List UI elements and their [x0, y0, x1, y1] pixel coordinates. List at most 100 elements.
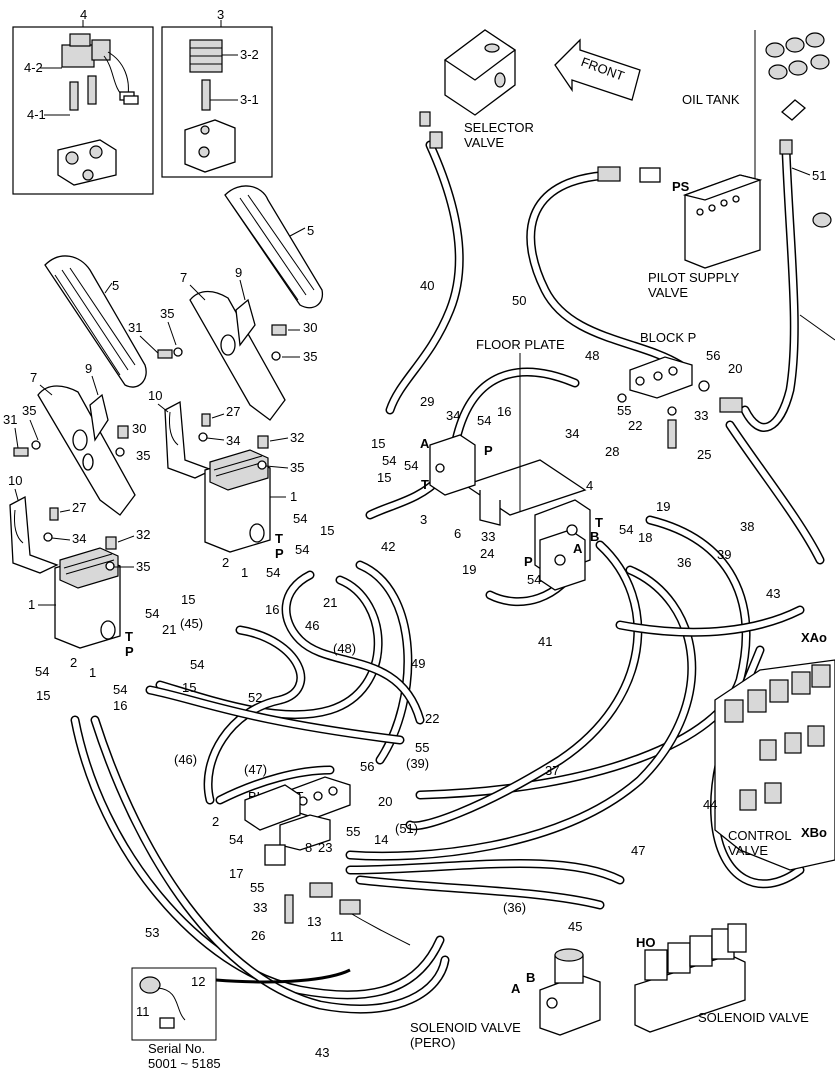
callout-20b: 20 — [378, 794, 392, 809]
port-p-upper: P — [484, 443, 493, 458]
callout-38: 38 — [740, 519, 754, 534]
callout-43b: 43 — [315, 1045, 329, 1060]
callout-54i: 54 — [145, 606, 159, 621]
callout-54b: 54 — [382, 453, 396, 468]
callout-2c: 2 — [212, 814, 219, 829]
port-a-lower: A — [511, 981, 521, 996]
callout-10b: 10 — [8, 473, 22, 488]
callout-12: 12 — [191, 974, 205, 989]
callout-36p: (36) — [503, 900, 526, 915]
callout-31a: 31 — [128, 320, 142, 335]
port-xao: XAo — [801, 630, 827, 645]
port-a-mid: A — [573, 541, 583, 556]
callout-54a: 54 — [477, 413, 491, 428]
callout-19b: 19 — [462, 562, 476, 577]
callout-33a: 33 — [694, 408, 708, 423]
port-p-left: P — [125, 644, 134, 659]
callout-3-1: 3-1 — [240, 92, 259, 107]
callout-47: 47 — [631, 843, 645, 858]
pedal-left: 5 — [44, 255, 147, 388]
callout-27a: 27 — [226, 404, 240, 419]
callout-35f: 35 — [136, 559, 150, 574]
callout-54g: 54 — [295, 542, 309, 557]
callout-34a: 34 — [226, 433, 240, 448]
callout-46a: 46 — [305, 618, 319, 633]
callout-33c: 33 — [253, 900, 267, 915]
callout-35b: 35 — [303, 349, 317, 364]
callout-15b: 15 — [377, 470, 391, 485]
callout-11a: 11 — [330, 929, 344, 944]
callout-54j: 54 — [190, 657, 204, 672]
callout-21b: 21 — [162, 622, 176, 637]
block-p: BLOCK P — [617, 330, 743, 449]
callout-32b: 32 — [136, 527, 150, 542]
callout-54f: 54 — [293, 511, 307, 526]
serial-label: Serial No.5001 ~ 5185 — [148, 1041, 221, 1071]
callout-35c: 35 — [22, 403, 36, 418]
callout-15d: 15 — [181, 592, 195, 607]
callout-17: 17 — [229, 866, 243, 881]
callout-30a: 30 — [303, 320, 317, 335]
callout-53: 53 — [145, 925, 159, 940]
callout-13: 13 — [307, 914, 321, 929]
port-a-upper: A — [420, 436, 430, 451]
detail-box-3: 3 3-2 3-1 — [161, 7, 273, 178]
port-p-right: P — [275, 546, 284, 561]
callout-35a: 35 — [160, 306, 174, 321]
callout-54c: 54 — [404, 458, 418, 473]
callout-55c: 55 — [346, 824, 360, 839]
callout-55a: 55 — [617, 403, 631, 418]
port-ps: PS — [672, 179, 690, 194]
callout-39p: (39) — [406, 756, 429, 771]
callout-41: 41 — [538, 634, 552, 649]
port-ho: HO — [636, 935, 656, 950]
callout-49: 49 — [411, 656, 425, 671]
callout-5b: 5 — [307, 223, 314, 238]
callout-7b: 7 — [30, 370, 37, 385]
callout-43a: 43 — [766, 586, 780, 601]
callout-2a: 2 — [222, 555, 229, 570]
callout-20: 20 — [728, 361, 742, 376]
callout-1a: 1 — [290, 489, 297, 504]
callout-3: 3 — [217, 7, 224, 22]
callout-18: 18 — [638, 530, 652, 545]
callout-27b: 27 — [72, 500, 86, 515]
callout-2b: 2 — [70, 655, 77, 670]
callout-42: 42 — [381, 539, 395, 554]
callout-15a: 15 — [371, 436, 385, 451]
callout-4: 4 — [80, 7, 87, 22]
block-t: BLOCK T — [244, 776, 361, 924]
callout-48: 48 — [585, 348, 599, 363]
detail-box-4: 4 4-2 4-1 — [12, 7, 154, 195]
callout-50: 50 — [512, 293, 526, 308]
bracket-10-upper: 10 27 34 — [148, 388, 240, 479]
callout-51: 51 — [812, 168, 826, 183]
callout-4-main: 4 — [586, 478, 593, 493]
port-p-mid: P — [524, 554, 533, 569]
callout-47p: (47) — [244, 762, 267, 777]
solenoid-valve-pero: SOLENOID VALVE(PERO) B A — [410, 948, 601, 1050]
callout-15c: 15 — [320, 523, 334, 538]
callout-45p: (45) — [180, 616, 203, 631]
callout-34b: 34 — [72, 531, 86, 546]
callout-1c: 1 — [241, 565, 248, 580]
serial-inset: Serial No.5001 ~ 5185 — [131, 967, 351, 1071]
callout-52: 52 — [248, 690, 262, 705]
callout-16c: 16 — [113, 698, 127, 713]
pedal-unit-left: 7 9 35 31 30 35 — [3, 361, 150, 516]
callout-51p: (51) — [395, 821, 418, 836]
callout-54k: 54 — [35, 664, 49, 679]
callout-1d: 1 — [89, 665, 96, 680]
callout-19a: 19 — [656, 499, 670, 514]
bracket-10-lower: 10 27 34 — [8, 473, 86, 574]
callout-3-2: 3-2 — [240, 47, 259, 62]
oil-tank-label: OIL TANK — [682, 92, 740, 107]
callout-54d: 54 — [619, 522, 633, 537]
callout-24: 24 — [480, 546, 494, 561]
callout-9b: 9 — [85, 361, 92, 376]
